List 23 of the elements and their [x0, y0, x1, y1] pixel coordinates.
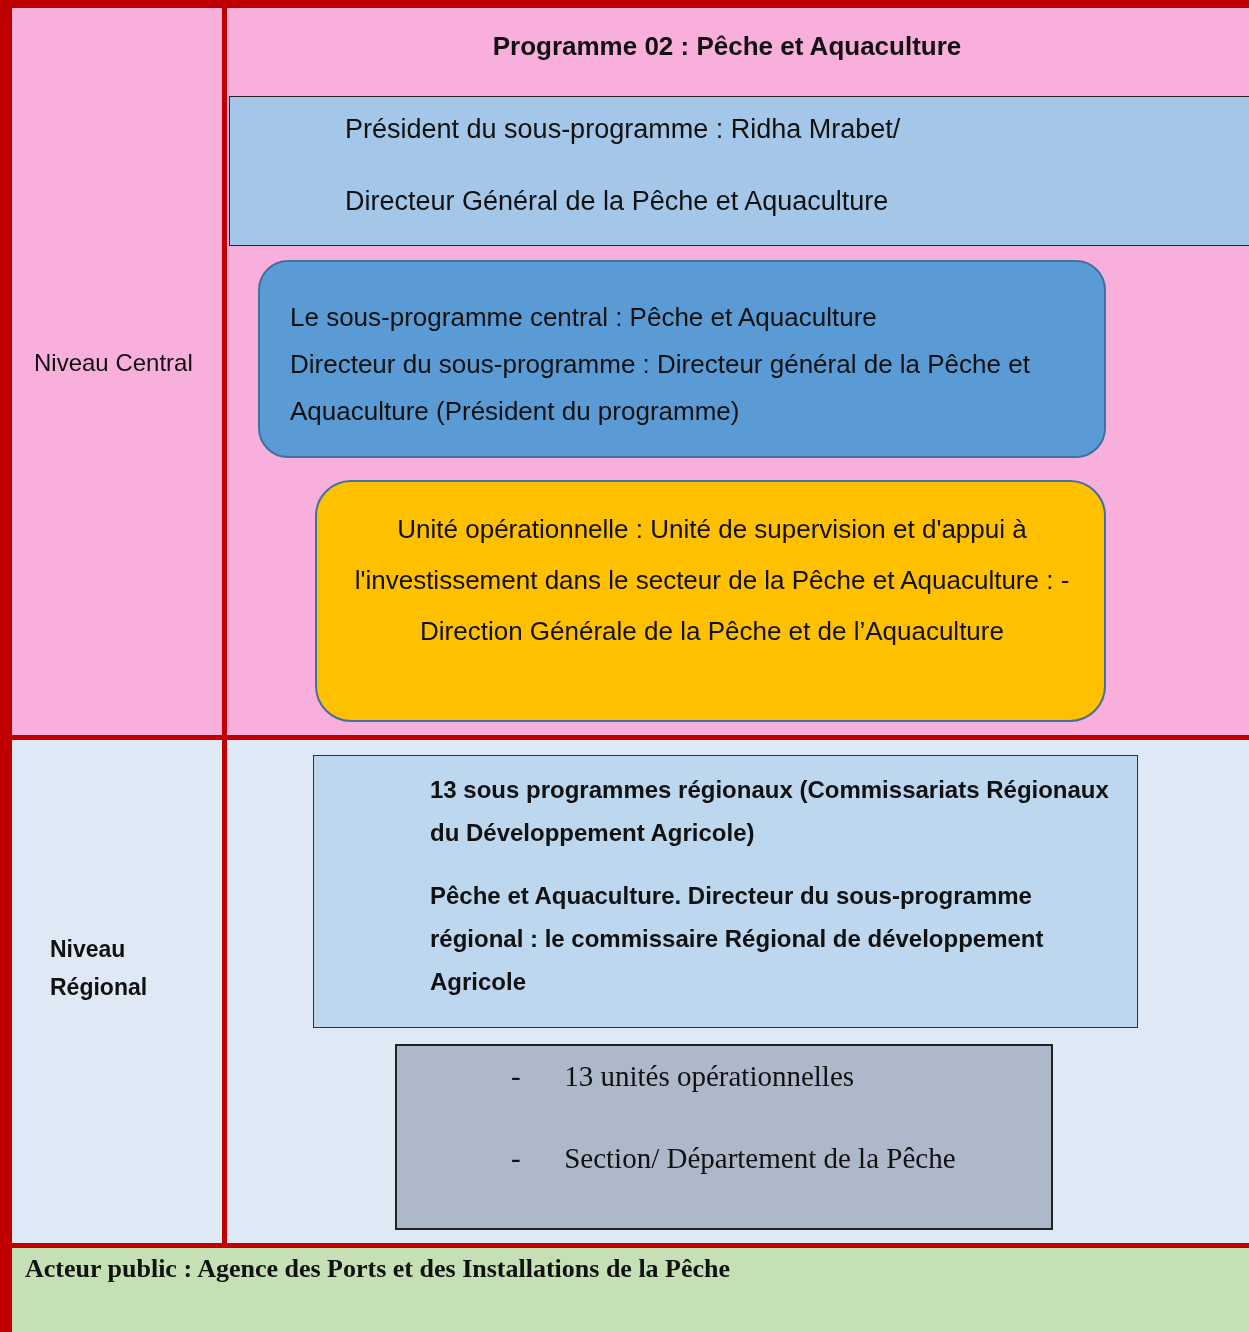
label-text: Directeur du sous-programme : Directeur général de la Pêche et Aquaculture (Président du programme) [290, 348, 1031, 428]
label-text: Niveau Régional [50, 935, 149, 1002]
label-text: Programme 02 : Pêche et Aquaculture [491, 30, 963, 63]
list-item: - 13 unités opérationnelles [511, 1059, 856, 1094]
label-text: Pêche et Aquaculture. Directeur du sous-programme régional : le commissaire Régional de développement Agricole [430, 881, 1045, 997]
regional-level-cell [12, 740, 222, 1243]
label-text: Président du sous-programme : Ridha Mrabet/ [345, 113, 902, 146]
operational-unit-box [315, 480, 1106, 722]
program-cell [227, 8, 1249, 735]
label-text: Niveau Central [34, 348, 194, 378]
regional-cell [227, 740, 1249, 1243]
label-text: Le sous-programme central : Pêche et Aquaculture [290, 301, 878, 334]
label-text: Directeur Général de la Pêche et Aquaculture [345, 185, 890, 218]
label-text: Unité opérationnelle : Unité de supervision et d'appui à l'investissement dans le secteur de la Pêche et Aquaculture : -Direction Générale de la Pêche et de l’Aquaculture [353, 513, 1071, 648]
public-actor-band [12, 1248, 1249, 1332]
central-level-cell [12, 8, 222, 735]
label-text: Acteur public : Agence des Ports et des Installations de la Pêche [25, 1253, 732, 1285]
regional-units-box [395, 1044, 1053, 1230]
subprogram-box [258, 260, 1106, 458]
regional-subprogram-box [313, 755, 1138, 1028]
list-item: - Section/ Département de la Pêche [511, 1141, 957, 1176]
label-text: 13 sous programmes régionaux (Commissariats Régionaux du Développement Agricole) [430, 775, 1110, 848]
president-box [229, 96, 1249, 246]
